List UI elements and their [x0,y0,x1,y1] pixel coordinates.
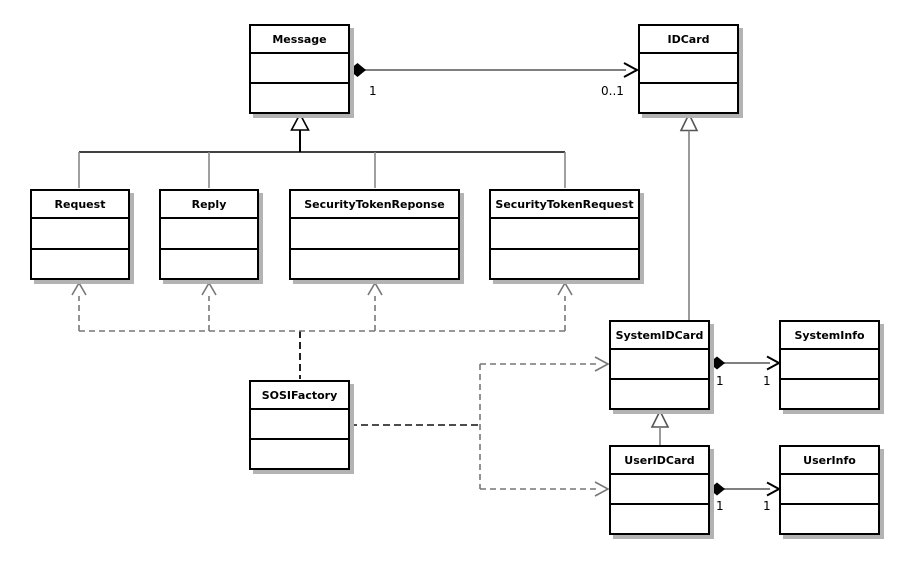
generalization-triangle-icon [290,112,310,131]
operations-compartment [781,380,878,408]
attributes-compartment [781,350,878,380]
composition-diamond-icon [349,63,366,77]
attributes-compartment [251,410,348,440]
composition-diamond-icon [709,482,725,496]
class-title: SystemInfo [781,322,878,350]
class-reply: Reply [159,189,259,280]
multiplicity-label-systeminfo: 1 [763,374,771,388]
dependency-arrowhead-icon [201,281,217,296]
dependency-arrowhead-icon [71,281,87,296]
association-message-idcard [349,62,640,78]
arrowhead-icon [623,62,640,78]
class-message: Message [249,24,350,114]
class-systeminfo: SystemInfo [779,320,880,410]
operations-compartment [781,505,878,533]
multiplicity-label-idcard: 0..1 [601,84,624,98]
class-title: Message [251,26,348,54]
operations-compartment [611,380,708,408]
generalization-triangle-icon [650,409,670,428]
class-title: UserInfo [781,447,878,475]
attributes-compartment [291,219,458,250]
multiplicity-label-message: 1 [369,84,377,98]
attributes-compartment [161,219,257,250]
class-securitytokenrequest: SecurityTokenRequest [489,189,640,280]
attributes-compartment [781,475,878,505]
class-title: Reply [161,191,257,219]
dependency-arrowhead-icon [594,356,610,372]
attributes-compartment [611,350,708,380]
class-title: Request [32,191,128,219]
class-title: IDCard [640,26,737,54]
attributes-compartment [640,54,737,84]
operations-compartment [251,84,348,112]
operations-compartment [640,84,737,112]
attributes-compartment [251,54,348,84]
multiplicity-label-userinfo: 1 [763,499,771,513]
composition-diamond-icon [709,356,725,370]
attributes-compartment [32,219,128,250]
generalization-triangle-icon [679,112,699,132]
attributes-compartment [611,475,708,505]
class-securitytokenreponse: SecurityTokenReponse [289,189,460,280]
generalization-useridcard-systemidcard [650,409,670,446]
class-title: SystemIDCard [611,322,708,350]
dependency-sosifactory-idcards [350,356,610,497]
generalization-systemidcard-idcard [679,112,699,321]
class-request: Request [30,189,130,280]
dependency-arrowhead-icon [367,281,383,296]
class-idcard: IDCard [638,24,739,114]
operations-compartment [161,249,257,278]
association-systemidcard-systeminfo [709,355,782,371]
class-title: UserIDCard [611,447,708,475]
class-userinfo: UserInfo [779,445,880,535]
operations-compartment [251,440,348,468]
dependency-arrowhead-icon [594,481,610,497]
multiplicity-label-systemidcard: 1 [716,374,724,388]
generalization-tree-message [78,112,566,188]
attributes-compartment [491,219,638,250]
dependency-tree-sosifactory [71,281,573,379]
multiplicity-label-useridcard: 1 [716,499,724,513]
class-title: SOSIFactory [251,382,348,410]
class-title: SecurityTokenRequest [491,191,638,219]
class-title: SecurityTokenReponse [291,191,458,219]
operations-compartment [291,249,458,278]
operations-compartment [611,505,708,533]
association-useridcard-userinfo [709,481,782,497]
operations-compartment [491,249,638,278]
class-systemidcard: SystemIDCard [609,320,710,410]
dependency-arrowhead-icon [557,281,573,296]
operations-compartment [32,249,128,278]
class-sosifactory: SOSIFactory [249,380,350,470]
class-useridcard: UserIDCard [609,445,710,535]
